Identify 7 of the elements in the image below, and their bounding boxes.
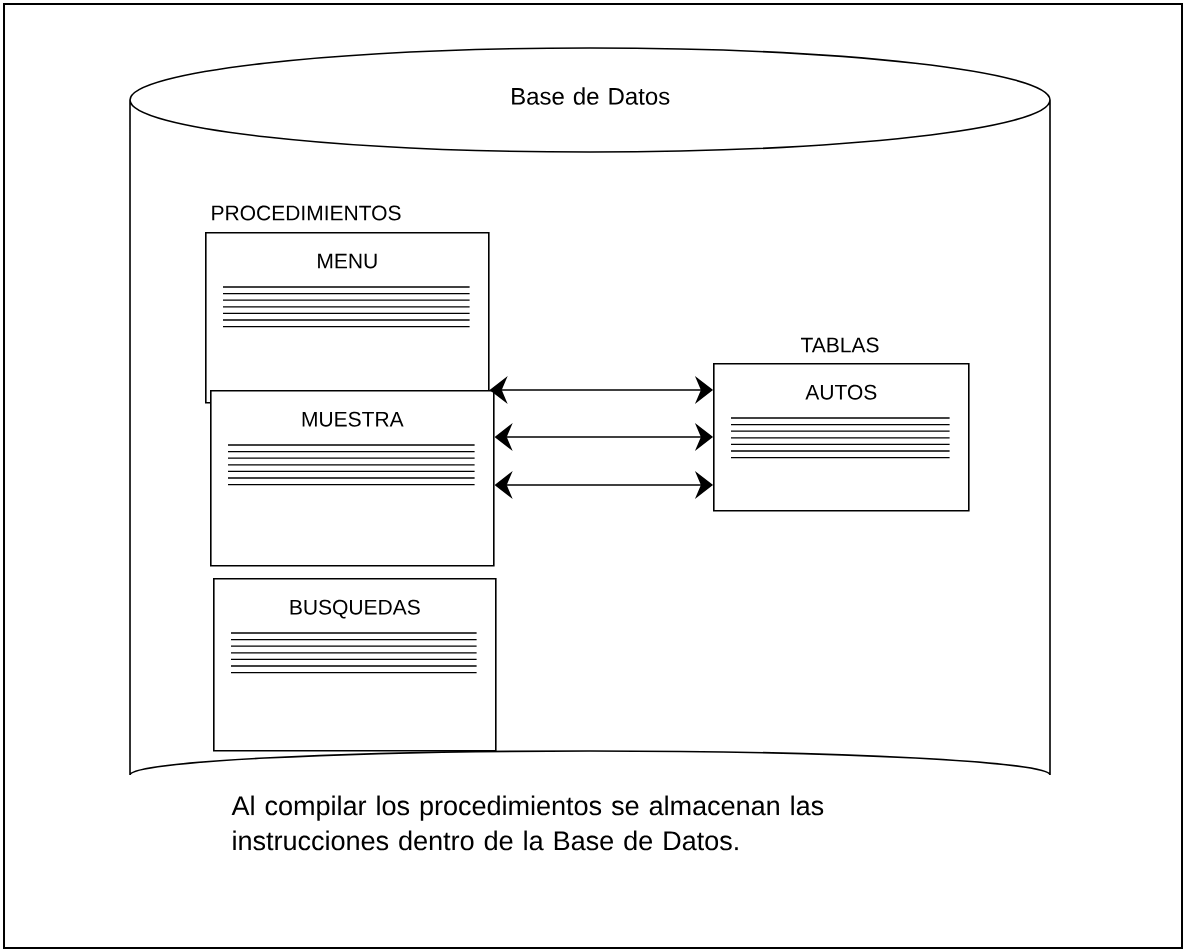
document-box: BUSQUEDAS bbox=[213, 578, 497, 752]
document-box: MENU bbox=[205, 232, 490, 404]
section-heading: TABLAS bbox=[801, 337, 879, 353]
section-heading: PROCEDIMIENTOS bbox=[212, 205, 401, 221]
document-box: MUESTRA bbox=[210, 390, 495, 567]
document-box: AUTOS bbox=[713, 363, 970, 512]
caption: Al compilar los procedimientos se almacenan las instrucciones dentro de la Base de Datos. bbox=[231, 795, 824, 851]
